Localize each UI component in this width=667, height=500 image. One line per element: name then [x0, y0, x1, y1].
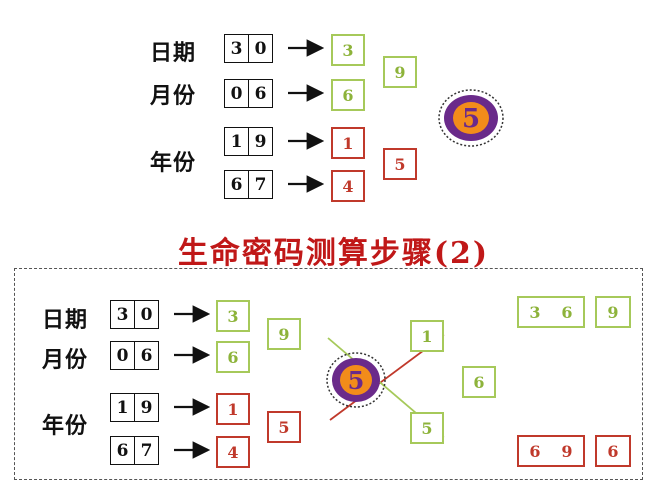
month-result-box: 6: [216, 341, 250, 373]
digit: 0: [116, 345, 129, 366]
red-result-group: 6 9 6: [517, 435, 631, 467]
digit: 0: [230, 83, 243, 104]
medallion-number: 5: [348, 366, 365, 395]
cross-bottom-box: 5: [410, 412, 444, 444]
green-result-pair: 3 6: [517, 296, 585, 328]
red-result-single: 6: [595, 435, 631, 467]
year-last-result-box: 4: [331, 170, 365, 202]
digit: 9: [134, 394, 158, 421]
red-result-digit: 6: [607, 441, 619, 461]
date-digits: 3 0: [224, 34, 273, 63]
digit: 9: [248, 128, 272, 155]
medallion-icon: 5: [326, 352, 386, 408]
date-result-box: 3: [216, 300, 250, 332]
label-year: 年份: [42, 413, 89, 439]
digit: 0: [248, 35, 272, 62]
green-result-digit: 6: [561, 302, 573, 322]
year-first-result-box: 1: [216, 393, 250, 425]
green-result-group: 3 6 9: [517, 296, 631, 328]
digit: 1: [230, 131, 243, 152]
medallion-number: 5: [462, 104, 480, 134]
digit: 6: [230, 174, 243, 195]
date-result-box: 3: [331, 34, 365, 66]
month-result-box: 6: [331, 79, 365, 111]
cross-top-box: 1: [410, 320, 444, 352]
year-last-digits: 6 7: [110, 436, 159, 465]
digit: 3: [116, 304, 129, 325]
green-result-digit: 3: [529, 302, 541, 322]
green-sum-box: 9: [267, 318, 301, 350]
bottom-frame: [14, 268, 643, 480]
digit: 1: [116, 397, 129, 418]
date-digits: 3 0: [110, 300, 159, 329]
digit: 0: [134, 301, 158, 328]
digit: 7: [248, 171, 272, 198]
red-result-pair: 6 9: [517, 435, 585, 467]
label-year: 年份: [150, 150, 197, 176]
digit: 6: [248, 80, 272, 107]
label-month: 月份: [150, 83, 197, 109]
label-date: 日期: [150, 40, 197, 66]
digit: 7: [134, 437, 158, 464]
label-month: 月份: [42, 347, 89, 373]
year-first-result-box: 1: [331, 127, 365, 159]
digit: 3: [230, 38, 243, 59]
year-last-result-box: 4: [216, 436, 250, 468]
year-first-digits: 1 9: [224, 127, 273, 156]
green-result-single: 9: [595, 296, 631, 328]
digit: 6: [134, 342, 158, 369]
red-result-digit: 9: [561, 441, 573, 461]
cross-mid-box: 6: [462, 366, 496, 398]
month-digits: 0 6: [224, 79, 273, 108]
green-result-digit: 9: [607, 302, 619, 322]
red-result-digit: 6: [529, 441, 541, 461]
red-sum-box: 5: [267, 411, 301, 443]
medallion-icon: 5: [438, 89, 504, 147]
year-last-digits: 6 7: [224, 170, 273, 199]
month-digits: 0 6: [110, 341, 159, 370]
page-title: 生命密码测算步骤(2): [177, 236, 490, 271]
top-arrows: [288, 39, 325, 193]
label-date: 日期: [42, 307, 89, 333]
digit: 6: [116, 440, 129, 461]
green-sum-box: 9: [383, 56, 417, 88]
year-first-digits: 1 9: [110, 393, 159, 422]
red-sum-box: 5: [383, 148, 417, 180]
